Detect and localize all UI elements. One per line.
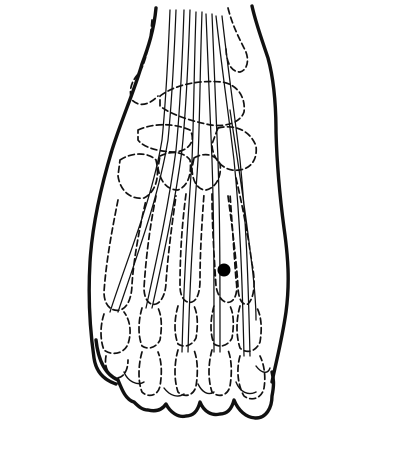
- metatarsal-5-outline: [228, 178, 254, 304]
- phalanx-1-proximal: [101, 312, 130, 353]
- metatarsal-1-outline: [104, 200, 146, 310]
- phalanx-2-distal: [139, 352, 161, 395]
- phalanx-4-distal: [209, 350, 231, 395]
- tendon-4a: [206, 14, 214, 352]
- fibula-outline: [226, 8, 247, 72]
- metatarsal-4-outline: [212, 194, 237, 302]
- phalanx-3-proximal: [175, 306, 197, 346]
- tendons: [110, 10, 256, 356]
- phalanx-5-distal: [238, 356, 265, 399]
- foot-outline-lateral: [252, 6, 288, 382]
- phalanx-3-distal: [175, 350, 197, 395]
- toenail-1: [124, 372, 144, 384]
- phalanx-2-proximal: [139, 308, 161, 348]
- tendon-lateral: [230, 110, 256, 320]
- cuneiform-medial-outline: [118, 154, 158, 198]
- toenail-2: [164, 388, 184, 396]
- tendon-2b: [152, 10, 190, 308]
- marked-point: [218, 264, 231, 277]
